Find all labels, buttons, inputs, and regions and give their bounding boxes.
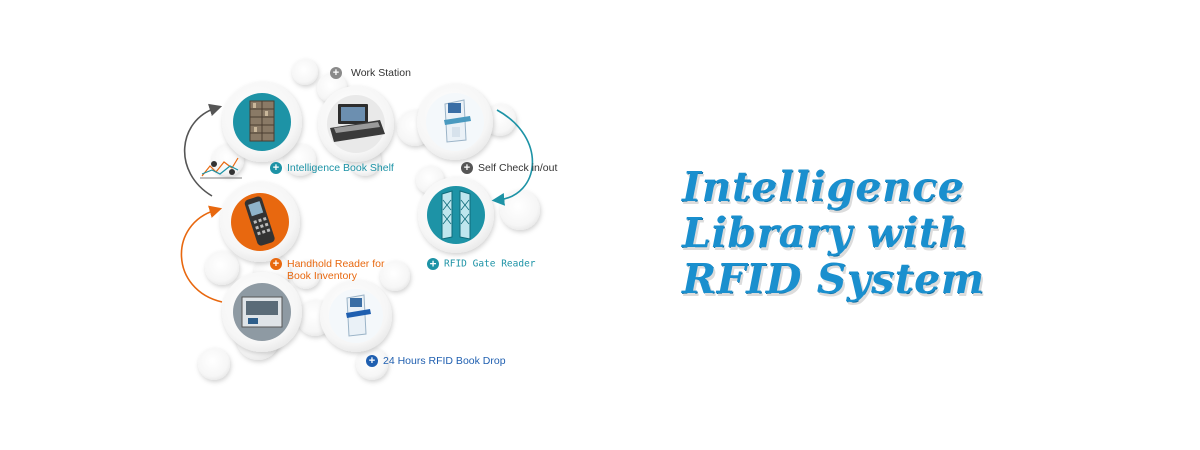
label-text: 24 Hours RFID Book Drop [383, 355, 506, 367]
title-line-1: Intelligence [682, 163, 965, 211]
label-text-line2: Book Inventory [287, 270, 358, 283]
orange-cycle-arrow [180, 205, 223, 303]
rfid-system-diagram [180, 59, 540, 380]
label-work-station: + Work Station [330, 67, 411, 80]
bookshelf-image [233, 93, 291, 151]
label-text: Work Station [351, 67, 411, 79]
book-drop-image [233, 283, 291, 341]
label-text: RFID Gate Reader [444, 258, 536, 270]
label-self-check: + Self Check in/out [461, 162, 558, 175]
plus-icon: + [427, 258, 439, 270]
workstation-image [327, 95, 385, 153]
kiosk-image [426, 93, 484, 151]
trend-chart-icon [200, 157, 242, 179]
plus-icon: + [366, 355, 378, 368]
label-handhold-reader: + Handhold Reader for Book Inventory [270, 258, 384, 282]
page-title: Intelligence Library with RFID System [682, 164, 1022, 302]
plus-icon: + [330, 67, 342, 80]
title-line-3: RFID System [682, 255, 985, 303]
plus-icon: + [461, 162, 473, 175]
plus-icon: + [270, 258, 282, 271]
label-text: Intelligence Book Shelf [287, 162, 394, 174]
gate-reader-image [427, 186, 485, 244]
label-text: Self Check in/out [478, 162, 558, 174]
plus-icon: + [270, 162, 282, 175]
title-line-2: Library with [682, 209, 969, 257]
label-text-line1: Handhold Reader for [287, 258, 385, 270]
teal-cycle-arrow [491, 109, 534, 206]
label-gate-reader: + RFID Gate Reader [427, 258, 536, 271]
handheld-reader-image [231, 193, 289, 251]
label-book-shelf: + Intelligence Book Shelf [270, 162, 394, 175]
book-drop-kiosk-image [329, 289, 383, 343]
label-book-drop: +24 Hours RFID Book Drop [366, 355, 506, 368]
dark-cycle-arrow [183, 103, 223, 197]
